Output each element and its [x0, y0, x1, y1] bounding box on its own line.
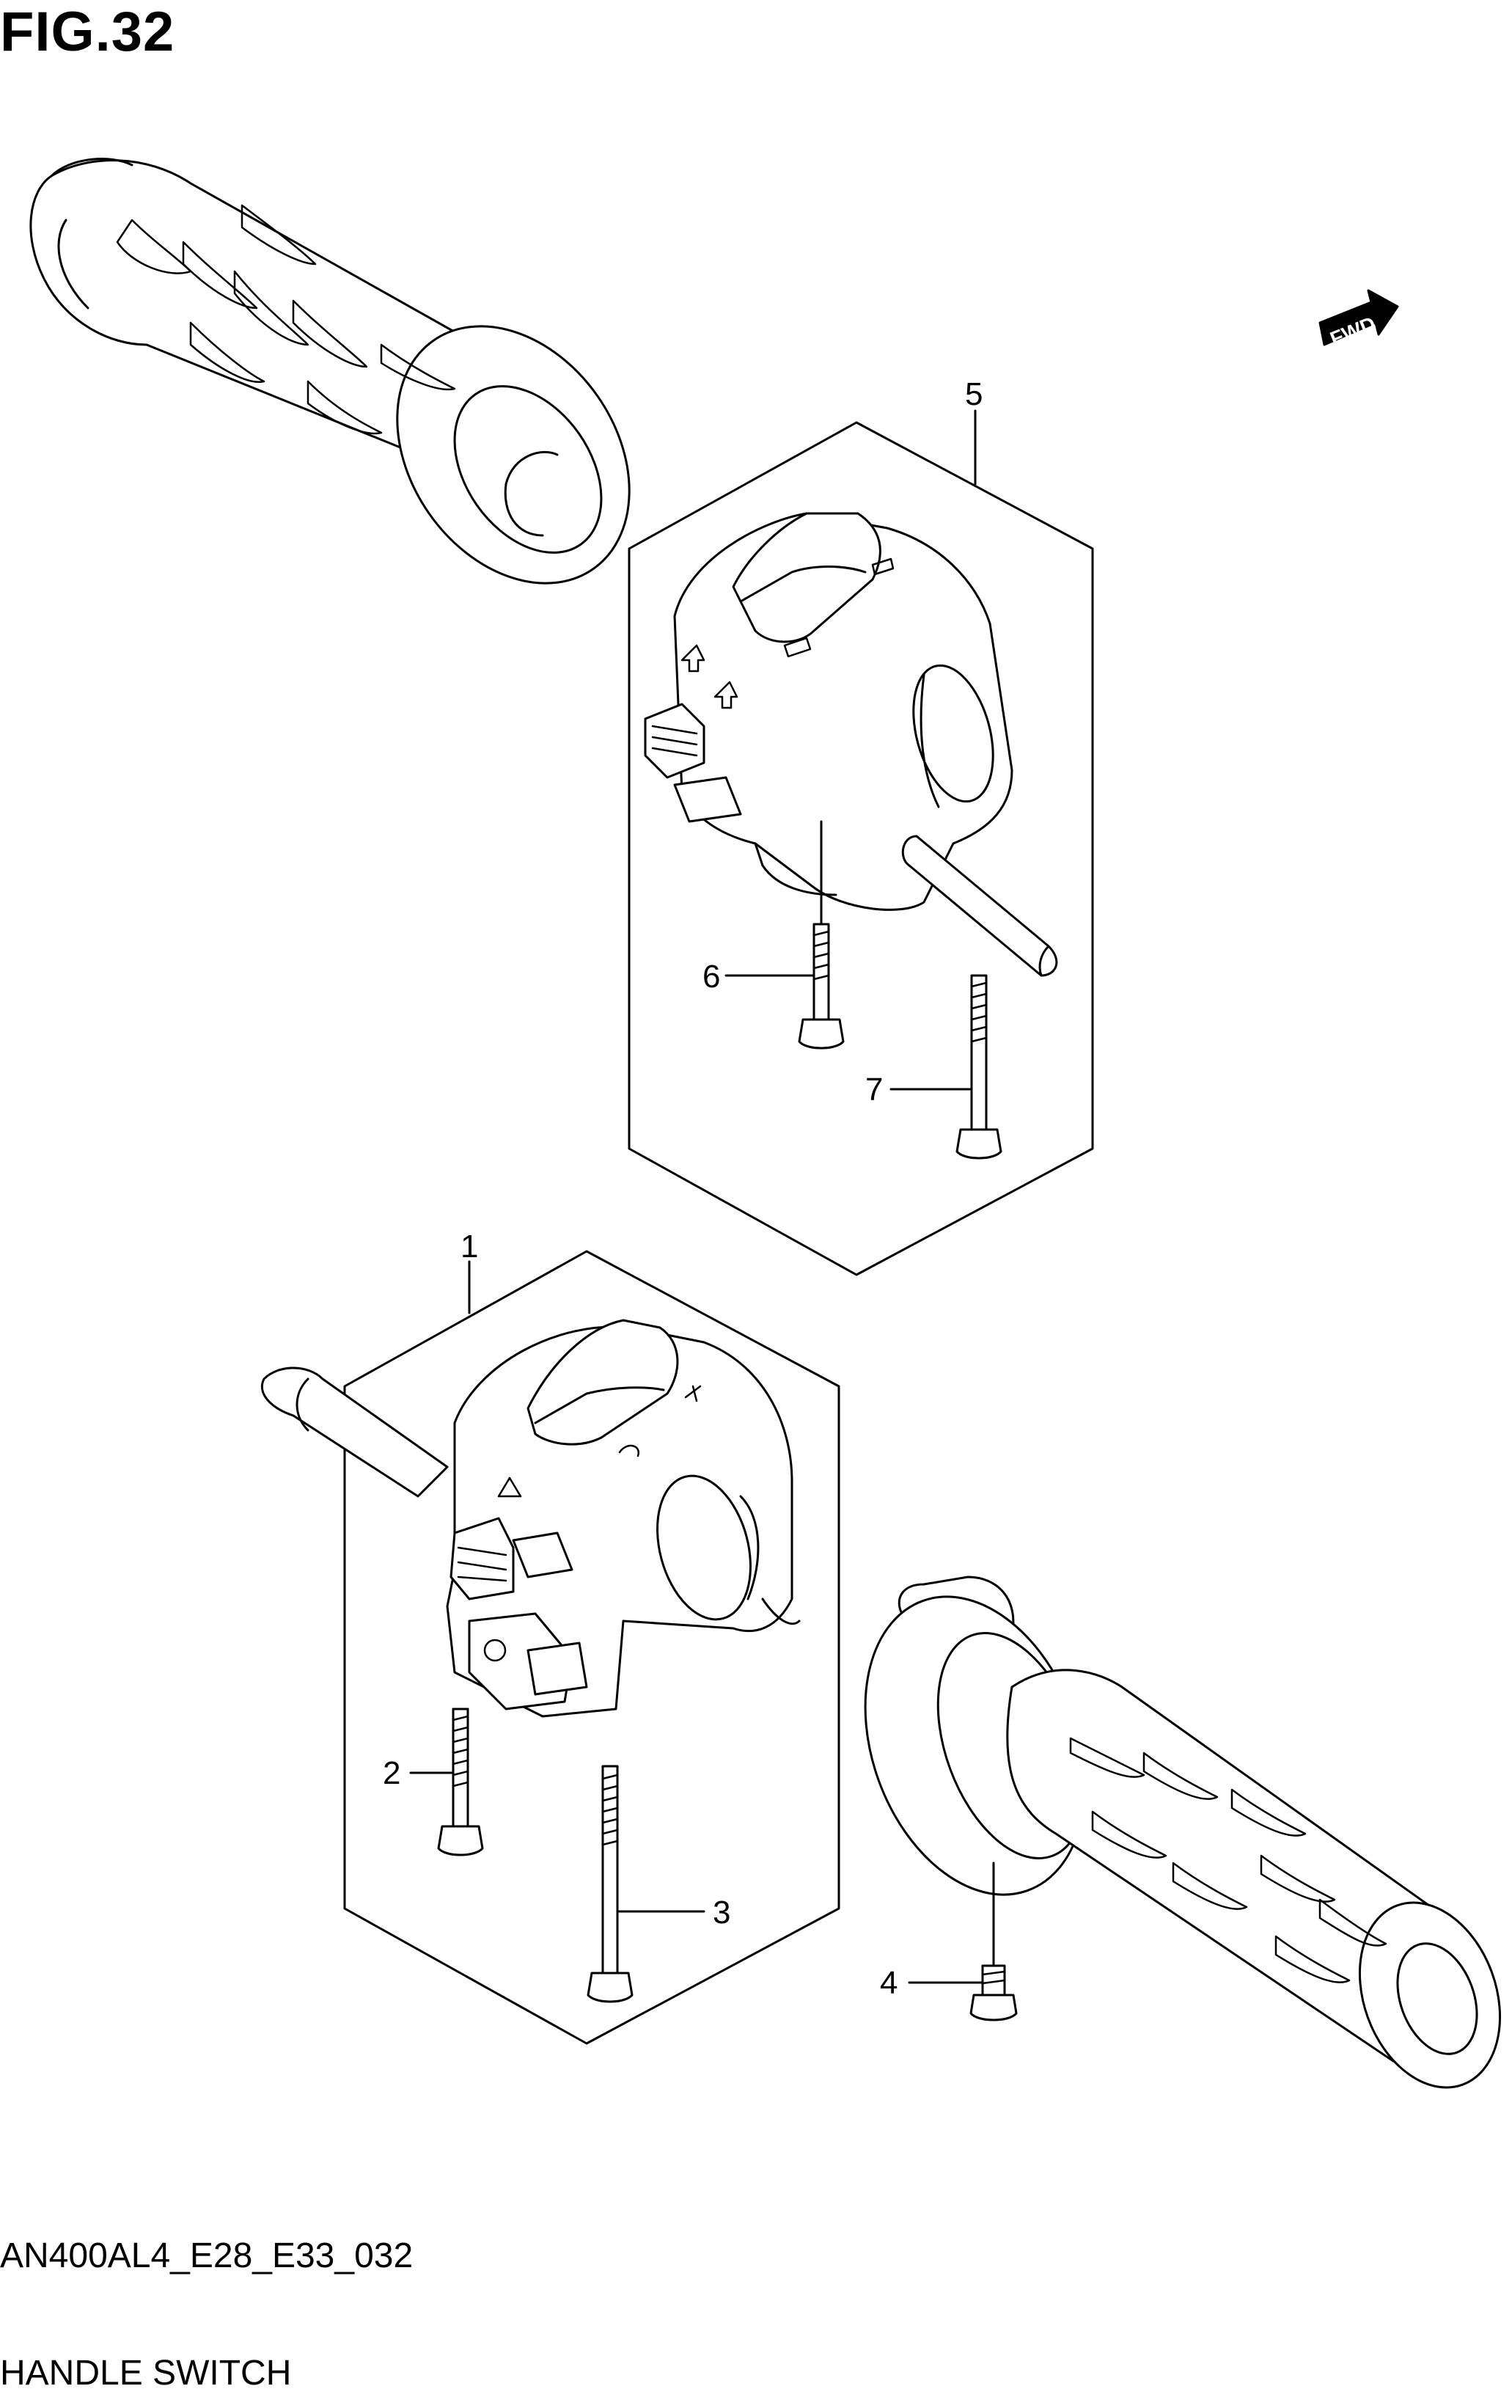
- right-switch-assembly-group: [628, 409, 1094, 1276]
- screw-2: [437, 1708, 484, 1856]
- left-switch-assembly-group: [260, 1250, 840, 2045]
- callout-label-3: 3: [713, 1895, 730, 1931]
- callout-label-4: 4: [880, 1965, 898, 2001]
- right-grip: [864, 1576, 1502, 2089]
- figure-title: FIG.32: [0, 1, 175, 63]
- callout-label-7: 7: [865, 1072, 883, 1108]
- screw-4: [969, 1964, 1018, 2021]
- callout-label-2: 2: [383, 1755, 400, 1791]
- figure-name: HANDLE SWITCH: [0, 2354, 292, 2393]
- group-outline-5: [628, 421, 1094, 1276]
- callout-label-6: 6: [702, 959, 720, 995]
- figure-code: AN400AL4_E28_E33_032: [0, 2236, 414, 2275]
- group-outline-1: [343, 1250, 840, 2045]
- fwd-arrow-icon: FWD: [1318, 289, 1399, 351]
- callout-label-1: 1: [460, 1229, 478, 1265]
- screw-7: [955, 974, 1002, 1160]
- screw-3: [587, 1765, 634, 2003]
- left-grip: [29, 158, 631, 585]
- screw-6: [798, 923, 845, 1050]
- callout-label-5: 5: [965, 376, 983, 412]
